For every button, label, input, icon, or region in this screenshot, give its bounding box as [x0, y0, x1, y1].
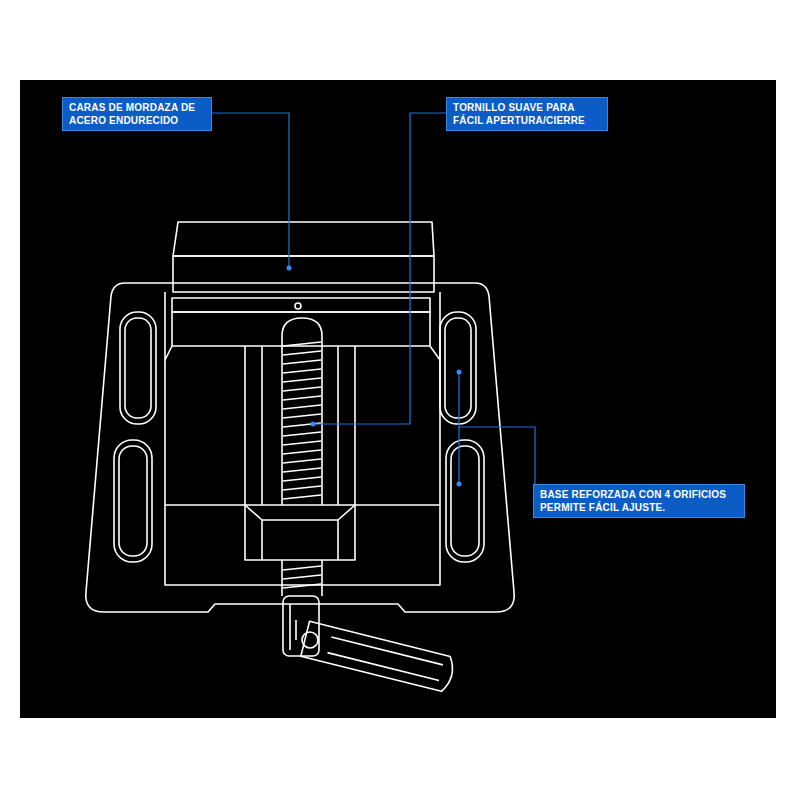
leader-dot: [287, 266, 292, 271]
vise-body: [165, 292, 440, 585]
callout-box: TORNILLO SUAVE PARA FÁCIL APERTURA/CIERR…: [446, 97, 608, 131]
slot-inner: [119, 446, 147, 556]
screw-end: [283, 596, 319, 656]
jaw-dot: [295, 303, 301, 309]
thread-line: [283, 584, 321, 588]
callout-text: CARAS DE MORDAZA DE ACERO ENDURECIDO: [69, 101, 205, 127]
callout-box: CARAS DE MORDAZA DE ACERO ENDURECIDO: [62, 97, 212, 131]
callout-text: BASE REFORZADA CON 4 ORIFICIOS PERMITE F…: [540, 488, 738, 514]
handle: [301, 621, 456, 692]
channel-walls: [245, 346, 355, 505]
moving-jaw: [172, 312, 430, 346]
thread-line: [283, 441, 321, 445]
body-edges: [165, 346, 440, 505]
thread-line: [283, 378, 321, 382]
slot: [114, 440, 152, 562]
callout-box: BASE REFORZADA CON 4 ORIFICIOS PERMITE F…: [533, 484, 745, 518]
screw-lower: [282, 560, 322, 596]
fixed-jaw-top: [173, 222, 434, 256]
thread-line: [283, 575, 321, 579]
slot: [120, 312, 156, 424]
base-plate: [86, 283, 514, 612]
thread-line: [283, 405, 321, 409]
screw: [282, 318, 322, 505]
leader-dot: [311, 422, 316, 427]
leader-dot: [457, 370, 462, 375]
thread-line: [283, 387, 321, 391]
handle-pin: [302, 632, 318, 648]
nut-bevel: [245, 505, 355, 560]
leader-line: [212, 113, 289, 268]
leader-lines: [212, 113, 535, 484]
screw-end-detail: [290, 604, 296, 650]
vise-drawing: [86, 222, 514, 693]
slot-inner: [451, 446, 479, 556]
leader-dot: [457, 482, 462, 487]
leader-line: [313, 113, 446, 424]
thread-line: [283, 566, 321, 570]
screw-threads: [283, 342, 321, 588]
slot-inner: [125, 318, 151, 418]
fixed-jaw-face: [173, 256, 434, 292]
thread-line: [283, 450, 321, 454]
slot: [446, 440, 484, 562]
thread-line: [283, 414, 321, 418]
thread-line: [283, 360, 321, 364]
callout-text: TORNILLO SUAVE PARA FÁCIL APERTURA/CIERR…: [453, 101, 601, 127]
thread-line: [283, 432, 321, 436]
thread-line: [283, 396, 321, 400]
thread-line: [283, 342, 321, 346]
thread-line: [283, 468, 321, 472]
slot-inner: [445, 318, 471, 418]
thread-line: [283, 486, 321, 490]
thread-line: [283, 351, 321, 355]
handle-grip: [327, 637, 442, 680]
thread-line: [283, 459, 321, 463]
thread-line: [283, 477, 321, 481]
moving-jaw-top: [172, 298, 430, 312]
nut-block: [245, 505, 355, 560]
dark-panel: [20, 80, 776, 718]
leader-dots: [287, 266, 462, 487]
handle-bar: [301, 621, 456, 692]
thread-line: [283, 495, 321, 499]
slot: [440, 312, 476, 424]
leader-line: [459, 372, 535, 484]
thread-line: [283, 369, 321, 373]
